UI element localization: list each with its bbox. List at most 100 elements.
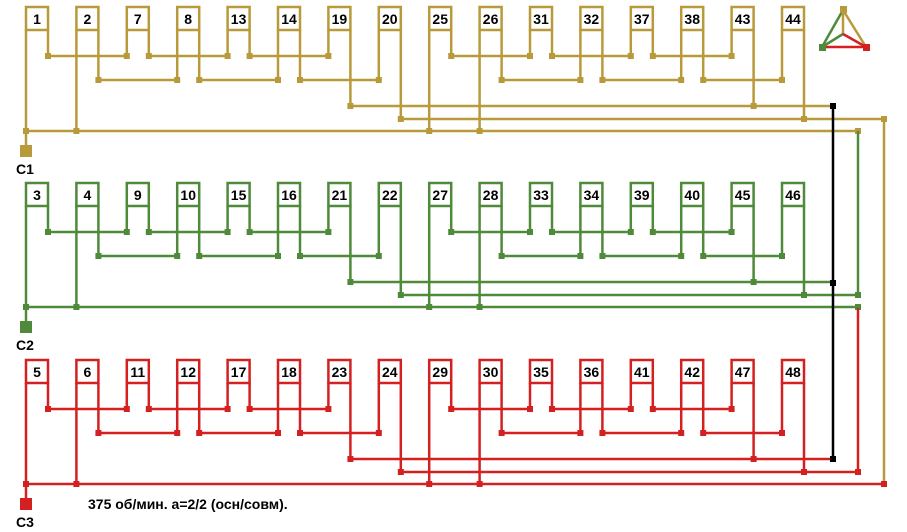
coil-47: 47 <box>730 358 755 385</box>
coil-number: 34 <box>584 187 600 203</box>
coil-box <box>24 358 50 385</box>
star-junction-dot <box>830 103 836 109</box>
junction-dot <box>275 430 281 436</box>
coil-38: 38 <box>679 5 705 32</box>
coil-1: 1 <box>24 5 50 32</box>
coil-box <box>226 5 251 32</box>
coil-5: 5 <box>24 358 50 385</box>
junction-dot <box>123 53 130 59</box>
coil-box <box>780 181 806 208</box>
coil-26: 26 <box>478 5 503 32</box>
coil-box <box>528 358 554 385</box>
coil-number: 14 <box>281 11 297 27</box>
junction-dot <box>145 406 152 412</box>
junction-dot <box>297 253 303 259</box>
coil-46: 46 <box>780 181 806 208</box>
coil-number: 37 <box>634 11 650 27</box>
coil-number: 17 <box>231 364 247 380</box>
coil-number: 3 <box>33 187 41 203</box>
coil-box <box>125 358 151 385</box>
coil-number: 38 <box>684 11 700 27</box>
junction-dot <box>325 406 332 412</box>
junction-dot <box>95 253 102 259</box>
coil-number: 35 <box>533 364 549 380</box>
terminal-c2 <box>20 321 32 333</box>
junction-dot <box>577 253 584 259</box>
coil-number: 5 <box>33 364 41 380</box>
coil-box <box>24 181 50 208</box>
triangle-edge <box>820 9 845 48</box>
junction-dot <box>678 430 685 436</box>
triangle-edge <box>842 32 867 49</box>
coil-box <box>679 181 705 208</box>
coil-box <box>629 181 655 208</box>
coil-44: 44 <box>780 5 806 32</box>
coil-10: 10 <box>175 181 201 208</box>
junction-dot <box>325 53 332 59</box>
junction-dot <box>45 229 51 235</box>
junction-dot <box>649 229 656 235</box>
coil-box <box>427 358 453 385</box>
coil-box <box>629 358 655 385</box>
star-junction-dot <box>830 456 836 462</box>
junction-dot <box>145 229 152 235</box>
junction-dot <box>375 430 382 436</box>
coil-box <box>175 181 201 208</box>
coil-box <box>125 5 151 32</box>
triangle-edge <box>841 9 868 48</box>
coil-number: 8 <box>184 11 192 27</box>
coil-box <box>226 358 251 385</box>
coil-32: 32 <box>579 5 604 32</box>
coil-number: 48 <box>785 364 801 380</box>
coil-number: 33 <box>533 187 549 203</box>
coil-8: 8 <box>175 5 201 32</box>
coil-box <box>478 5 503 32</box>
coil-29: 29 <box>427 358 453 385</box>
coil-number: 40 <box>684 187 700 203</box>
triangle-vertex <box>863 44 870 51</box>
coil-box <box>75 358 100 385</box>
junction-dot <box>95 77 102 83</box>
coil-number: 44 <box>785 11 801 27</box>
coil-number: 30 <box>483 364 499 380</box>
junction-dot <box>174 430 181 436</box>
coil-43: 43 <box>730 5 755 32</box>
junction-dot <box>224 53 231 59</box>
coil-number: 47 <box>735 364 751 380</box>
junction-dot <box>527 53 533 59</box>
coil-number: 4 <box>84 187 92 203</box>
coil-number: 27 <box>432 187 448 203</box>
coil-box <box>780 5 806 32</box>
coil-box <box>478 358 503 385</box>
coil-18: 18 <box>276 358 302 385</box>
junction-dot <box>577 430 584 436</box>
junction-dot <box>375 77 382 83</box>
coil-15: 15 <box>226 181 251 208</box>
coil-number: 6 <box>84 364 92 380</box>
coil-box <box>427 181 453 208</box>
junction-dot <box>246 229 253 235</box>
coil-number: 23 <box>332 364 348 380</box>
terminal-c3 <box>20 498 32 510</box>
junction-dot <box>196 253 203 259</box>
coil-number: 18 <box>281 364 297 380</box>
coil-box <box>528 181 554 208</box>
coil-box <box>377 358 403 385</box>
junction-dot <box>498 77 505 83</box>
triangle-vertex <box>840 6 847 13</box>
coil-27: 27 <box>427 181 453 208</box>
coil-box <box>629 5 655 32</box>
coil-box <box>125 181 151 208</box>
coil-number: 39 <box>634 187 650 203</box>
coil-box <box>327 358 352 385</box>
coil-16: 16 <box>276 181 302 208</box>
coil-box <box>175 5 201 32</box>
junction-dot <box>246 53 253 59</box>
junction-dot <box>728 53 735 59</box>
coil-box <box>75 181 100 208</box>
coil-box <box>276 358 302 385</box>
coil-box <box>175 358 201 385</box>
coil-box <box>730 5 755 32</box>
